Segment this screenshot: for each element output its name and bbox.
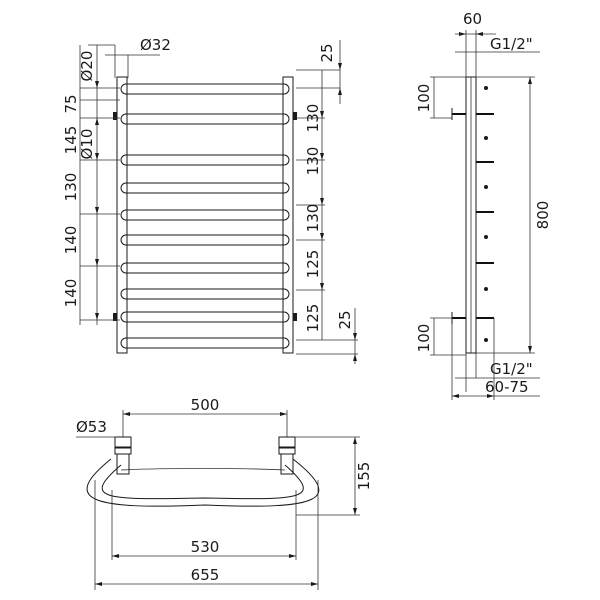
dim-d20: Ø20: [78, 51, 96, 82]
side-brackets: [451, 108, 466, 324]
plan-view: Ø53 500 155 530 655: [76, 396, 373, 590]
dim-d10: Ø10: [78, 129, 96, 160]
dim-155: 155: [355, 462, 373, 491]
dim-130-left: 130: [62, 173, 80, 202]
dim-130-r2: 130: [304, 147, 322, 176]
right-dimension-labels: 25 130 130 130 125 125 25: [304, 43, 354, 332]
plan-dimension-lines: [76, 410, 360, 590]
plan-outer-profile: [86, 458, 320, 507]
dim-100-bottom: 100: [415, 324, 433, 353]
plan-inner-profile: [101, 464, 304, 500]
dim-530: 530: [191, 538, 220, 556]
dim-140-upper: 140: [62, 226, 80, 255]
right-post: [282, 76, 294, 354]
side-view: 60 G1/2" 100 800 100 G1/2" 60-75: [415, 10, 552, 400]
dim-130-r1: 130: [304, 104, 322, 133]
dim-60-top: 60: [463, 10, 482, 28]
plan-dimension-labels: Ø53 500 155 530 655: [76, 396, 373, 584]
dim-125-r1: 125: [304, 250, 322, 279]
dim-655: 655: [191, 566, 220, 584]
side-dimension-lines: [430, 30, 540, 400]
dim-145: 145: [62, 126, 80, 155]
left-dimensions: [79, 44, 160, 325]
thread-top: G1/2": [490, 35, 533, 53]
side-rungs: [476, 86, 494, 342]
dim-140-lower: 140: [62, 279, 80, 308]
dim-25-top: 25: [318, 43, 336, 62]
rungs: [120, 83, 290, 349]
dim-d32: Ø32: [140, 36, 171, 54]
dim-75: 75: [62, 94, 80, 113]
thread-bottom: G1/2": [490, 360, 533, 378]
dim-60-75: 60-75: [485, 378, 529, 396]
dim-125-r2: 125: [304, 304, 322, 333]
front-view: Ø20 75 145 Ø10 130 140 140 Ø32: [62, 36, 358, 364]
right-dimensions: [296, 40, 358, 364]
side-dimension-labels: 60 G1/2" 100 800 100 G1/2" 60-75: [415, 10, 552, 396]
dim-100-top: 100: [415, 84, 433, 113]
dim-500: 500: [191, 396, 220, 414]
left-dimension-labels: Ø20 75 145 Ø10 130 140 140 Ø32: [62, 36, 171, 307]
left-post: [116, 76, 128, 354]
dim-d53: Ø53: [76, 418, 107, 436]
dim-130-r3: 130: [304, 204, 322, 233]
dim-800: 800: [534, 201, 552, 230]
dim-25-bottom: 25: [336, 310, 354, 329]
